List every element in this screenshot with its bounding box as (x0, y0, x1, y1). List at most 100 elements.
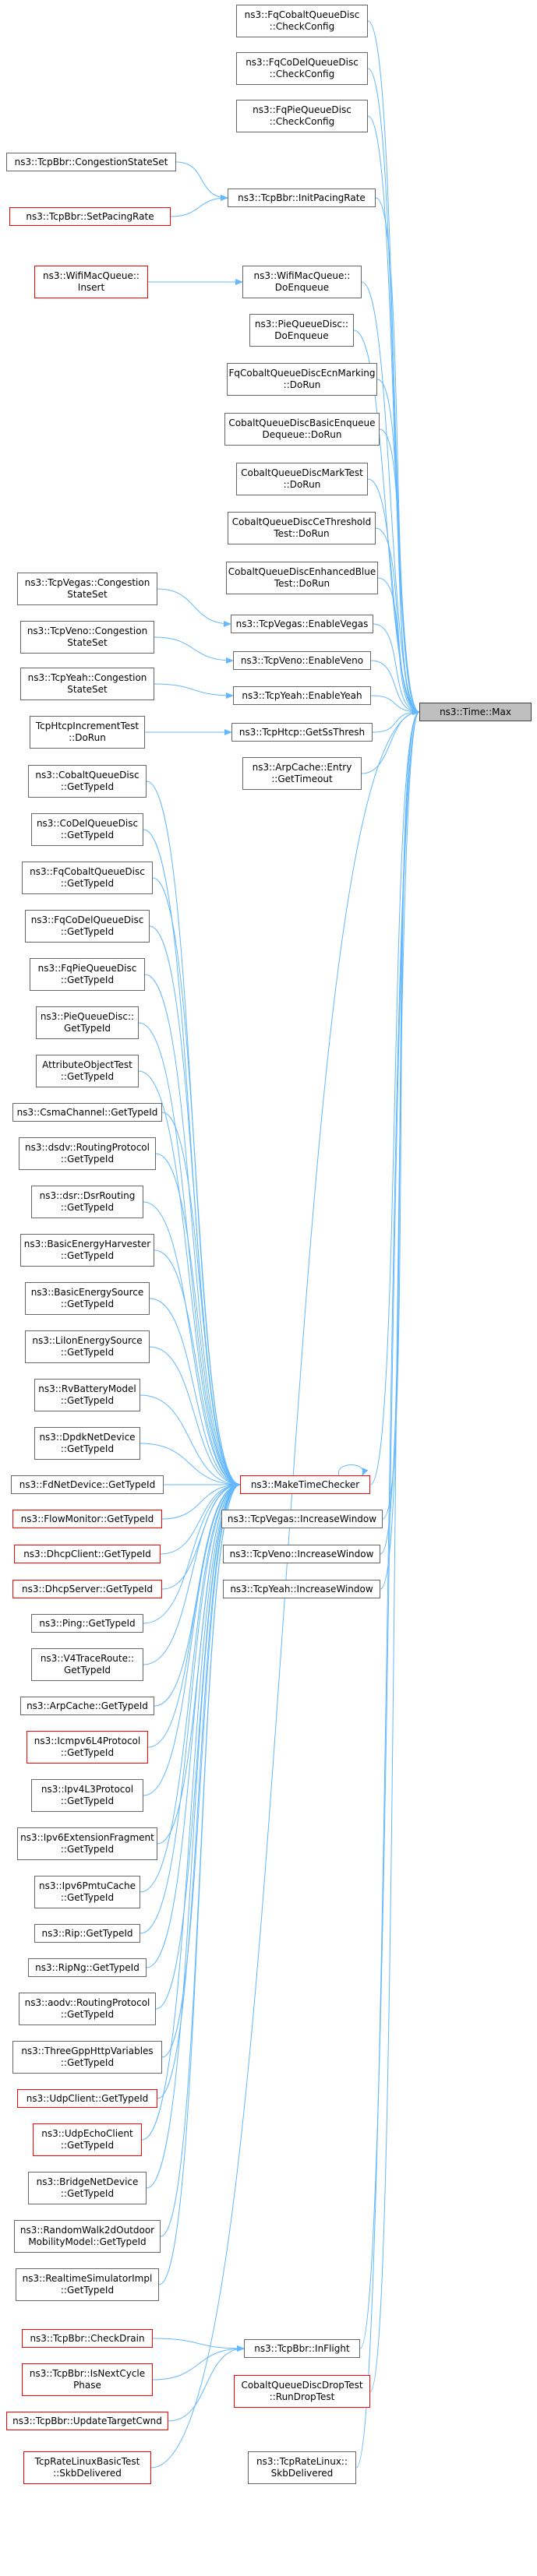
node-udpechoclient-gettypeid[interactable]: ns3::UdpEchoClient ::GetTypeId (33, 2123, 142, 2156)
edge-rip_gettypeid-to-maketimechecker (140, 1482, 241, 1934)
node-liionenergysource-gettypeid[interactable]: ns3::LiIonEnergySource ::GetTypeId (25, 1330, 150, 1363)
node-rip-gettypeid[interactable]: ns3::Rip::GetTypeId (34, 1924, 140, 1943)
node-rvbatterymodel-gettypeid[interactable]: ns3::RvBatteryModel ::GetTypeId (34, 1379, 140, 1411)
node-fqpie-checkconfig[interactable]: ns3::FqPieQueueDisc ::CheckConfig (236, 100, 368, 132)
node-piequeuedisc-doenqueue[interactable]: ns3::PieQueueDisc:: DoEnqueue (249, 314, 354, 347)
edge-attributeobjecttest_gettypeid-to-maketimechecker (138, 1070, 241, 1488)
node-tcpbbr-congestionstateset[interactable]: ns3::TcpBbr::CongestionStateSet (6, 153, 176, 171)
edge-ipv4l3protocol_gettypeid-to-maketimechecker (143, 1482, 241, 1796)
edge-fqcobalt_gettypeid-to-maketimechecker (152, 877, 241, 1488)
node-ipv4l3protocol-gettypeid[interactable]: ns3::Ipv4L3Protocol ::GetTypeId (31, 1779, 143, 1812)
node-tcpbbr-setpacingrate[interactable]: ns3::TcpBbr::SetPacingRate (9, 207, 171, 226)
edge-dpdknetdevice_gettypeid-to-maketimechecker (140, 1443, 241, 1488)
node-ping-gettypeid[interactable]: ns3::Ping::GetTypeId (31, 1614, 143, 1633)
edge-threegpphttpvariables_gettypeid-to-maketimechecker (161, 1482, 241, 2058)
node-realtimesimulatorimpl-gettypeid[interactable]: ns3::RealtimeSimulatorImpl ::GetTypeId (16, 2268, 159, 2301)
node-arpcache-gettypeid[interactable]: ns3::ArpCache::GetTypeId (20, 1697, 154, 1715)
node-icmpv6l4protocol-gettypeid[interactable]: ns3::Icmpv6L4Protocol ::GetTypeId (26, 1731, 148, 1764)
node-wifimacqueue-insert[interactable]: ns3::WifiMacQueue:: Insert (34, 266, 148, 298)
node-attributeobjecttest-gettypeid[interactable]: AttributeObjectTest ::GetTypeId (36, 1055, 139, 1087)
edge-dsr_gettypeid-to-maketimechecker (143, 1201, 241, 1488)
node-arpcache-entry-gettimeout[interactable]: ns3::ArpCache::Entry ::GetTimeout (242, 757, 362, 790)
node-ripng-gettypeid[interactable]: ns3::RipNg::GetTypeId (28, 1958, 147, 1977)
node-tcpbbr-checkdrain[interactable]: ns3::TcpBbr::CheckDrain (22, 2329, 153, 2348)
node-tcpbbr-isnextcyclephase[interactable]: ns3::TcpBbr::IsNextCycle Phase (22, 2363, 153, 2396)
edge-v4traceroute_gettypeid-to-maketimechecker (143, 1482, 241, 1665)
node-basicenergyharvester-gettypeid[interactable]: ns3::BasicEnergyHarvester ::GetTypeId (20, 1234, 154, 1267)
node-fqcobalt-ecnmarking[interactable]: FqCobaltQueueDiscEcnMarking ::DoRun (227, 363, 377, 396)
node-tcpyeah-enableyeah[interactable]: ns3::TcpYeah::EnableYeah (233, 686, 371, 705)
node-tcphtcp-getssthresh[interactable]: ns3::TcpHtcp::GetSsThresh (231, 723, 373, 742)
edge-tcpbbr_inflight-to-time_max (359, 709, 420, 2349)
edge-tcpvegas_increasewindow-to-time_max (382, 709, 420, 1520)
edge-pie_gettypeid-to-maketimechecker (138, 1022, 241, 1488)
edge-dsdv_gettypeid-to-maketimechecker (155, 1153, 241, 1488)
node-cobalt-basicenqueue[interactable]: CobaltQueueDiscBasicEnqueue Dequeue::DoR… (224, 413, 380, 446)
node-dhcpclient-gettypeid[interactable]: ns3::DhcpClient::GetTypeId (14, 1545, 161, 1563)
node-csmachannel-gettypeid[interactable]: ns3::CsmaChannel::GetTypeId (12, 1103, 162, 1122)
node-tcpbbr-inflight[interactable]: ns3::TcpBbr::InFlight (244, 2339, 360, 2358)
node-wifimacqueue-doenqueue[interactable]: ns3::WifiMacQueue:: DoEnqueue (242, 266, 362, 298)
edge-ping_gettypeid-to-maketimechecker (143, 1482, 241, 1624)
node-fqcodel-gettypeid[interactable]: ns3::FqCoDelQueueDisc ::GetTypeId (25, 910, 150, 943)
edge-cobalt_enhancedblue-to-time_max (377, 577, 420, 715)
node-tcphtcp-increment-test[interactable]: TcpHtcpIncrementTest ::DoRun (30, 716, 145, 749)
edge-tcpbbr_setpacingrate-to-tcpbbr_initpacingrate (170, 195, 228, 217)
node-cobalt-gettypeid[interactable]: ns3::CobaltQueueDisc ::GetTypeId (28, 765, 147, 798)
edge-tcpbbr_updatetargetcwnd-to-tcpbbr_inflight (168, 2345, 245, 2422)
node-tcpvegas-enablevegas[interactable]: ns3::TcpVegas::EnableVegas (231, 615, 373, 633)
node-fdnetdevice-gettypeid[interactable]: ns3::FdNetDevice::GetTypeId (11, 1475, 164, 1494)
node-tcpveno-enableveno[interactable]: ns3::TcpVeno::EnableVeno (233, 651, 371, 670)
node-dpdknetdevice-gettypeid[interactable]: ns3::DpdkNetDevice ::GetTypeId (34, 1427, 140, 1460)
node-basicenergysource-gettypeid[interactable]: ns3::BasicEnergySource ::GetTypeId (25, 1282, 150, 1315)
node-tcpratelinux-skbdelivered[interactable]: ns3::TcpRateLinux:: SkbDelivered (248, 2451, 356, 2484)
node-cobalt-cethreshold[interactable]: CobaltQueueDiscCeThreshold Test::DoRun (228, 512, 376, 544)
node-threegpphttpvariables-gettypeid[interactable]: ns3::ThreeGppHttpVariables ::GetTypeId (12, 2041, 162, 2074)
node-tcpveno-increasewindow[interactable]: ns3::TcpVeno::IncreaseWindow (223, 1545, 380, 1563)
edge-cobalt_marktest-to-time_max (367, 478, 420, 715)
edge-fqpie_gettypeid-to-maketimechecker (144, 974, 241, 1488)
edge-fqcodel_checkconfig-to-time_max (367, 68, 420, 715)
edge-codel_gettypeid-to-maketimechecker (143, 829, 241, 1488)
node-fqcodel-checkconfig[interactable]: ns3::FqCoDelQueueDisc ::CheckConfig (236, 52, 368, 85)
node-tcpyeah-congestionstateset[interactable]: ns3::TcpYeah::Congestion StateSet (20, 668, 154, 700)
node-dsdv-gettypeid[interactable]: ns3::dsdv::RoutingProtocol ::GetTypeId (19, 1137, 156, 1170)
node-bridgenetdevice-gettypeid[interactable]: ns3::BridgeNetDevice ::GetTypeId (28, 2172, 147, 2204)
edge-maketimechecker-self-loop (338, 1464, 369, 1476)
node-cobalt-marktest[interactable]: CobaltQueueDiscMarkTest ::DoRun (236, 463, 368, 495)
node-fqcobalt-checkconfig[interactable]: ns3::FqCobaltQueueDisc ::CheckConfig (236, 5, 368, 37)
edge-tcpbbr_initpacingrate-to-time_max (375, 197, 420, 715)
edge-ipv6pmtucache_gettypeid-to-maketimechecker (140, 1482, 241, 1893)
node-aodv-gettypeid[interactable]: ns3::aodv::RoutingProtocol ::GetTypeId (19, 1993, 156, 2025)
node-udpclient-gettypeid[interactable]: ns3::UdpClient::GetTypeId (17, 2089, 157, 2108)
node-codel-gettypeid[interactable]: ns3::CoDelQueueDisc ::GetTypeId (31, 813, 143, 846)
node-time-max[interactable]: ns3::Time::Max (419, 703, 532, 721)
node-fqpie-gettypeid[interactable]: ns3::FqPieQueueDisc ::GetTypeId (30, 958, 145, 991)
node-ipv6pmtucache-gettypeid[interactable]: ns3::Ipv6PmtuCache ::GetTypeId (34, 1876, 140, 1908)
node-tcpveno-congestionstateset[interactable]: ns3::TcpVeno::Congestion StateSet (20, 621, 154, 654)
edge-realtimesimulatorimpl_gettypeid-to-maketimechecker (158, 1482, 241, 2285)
node-tcpratelinuxbasictest-skbdelivered[interactable]: TcpRateLinuxBasicTest ::SkbDelivered (23, 2451, 151, 2484)
edge-udpclient_gettypeid-to-maketimechecker (157, 1482, 241, 2099)
node-maketimechecker[interactable]: ns3::MakeTimeChecker (240, 1475, 370, 1494)
node-dhcpserver-gettypeid[interactable]: ns3::DhcpServer::GetTypeId (12, 1580, 162, 1598)
node-flowmonitor-gettypeid[interactable]: ns3::FlowMonitor::GetTypeId (12, 1510, 162, 1528)
node-cobalt-droptest[interactable]: CobaltQueueDiscDropTest ::RunDropTest (234, 2375, 370, 2408)
node-pie-gettypeid[interactable]: ns3::PieQueueDisc:: GetTypeId (36, 1006, 139, 1039)
node-fqcobalt-gettypeid[interactable]: ns3::FqCobaltQueueDisc ::GetTypeId (22, 862, 153, 894)
edge-maketimechecker-to-time_max (369, 709, 420, 1485)
edge-piequeuedisc_doenqueue-to-time_max (353, 329, 420, 715)
node-v4traceroute-gettypeid[interactable]: ns3::V4TraceRoute:: GetTypeId (31, 1648, 143, 1681)
node-tcpbbr-initpacingrate[interactable]: ns3::TcpBbr::InitPacingRate (228, 189, 376, 207)
node-ipv6extensionfragment-gettypeid[interactable]: ns3::Ipv6ExtensionFragment ::GetTypeId (17, 1827, 157, 1860)
edge-tcphtcp_getssthresh-to-time_max (372, 709, 420, 733)
node-cobalt-enhancedblue[interactable]: CobaltQueueDiscEnhancedBlue Test::DoRun (226, 562, 378, 594)
node-dsr-gettypeid[interactable]: ns3::dsr::DsrRouting ::GetTypeId (31, 1186, 143, 1218)
edge-udpechoclient_gettypeid-to-maketimechecker (141, 1482, 241, 2141)
node-randomwalk2d-gettypeid[interactable]: ns3::RandomWalk2dOutdoor MobilityModel::… (14, 2220, 161, 2253)
node-tcpyeah-increasewindow[interactable]: ns3::TcpYeah::IncreaseWindow (223, 1580, 380, 1598)
node-tcpvegas-increasewindow[interactable]: ns3::TcpVegas::IncreaseWindow (221, 1510, 383, 1528)
node-tcpbbr-updatetargetcwnd[interactable]: ns3::TcpBbr::UpdateTargetCwnd (6, 2412, 168, 2430)
node-tcpvegas-congestionstateset[interactable]: ns3::TcpVegas::Congestion StateSet (17, 573, 157, 605)
